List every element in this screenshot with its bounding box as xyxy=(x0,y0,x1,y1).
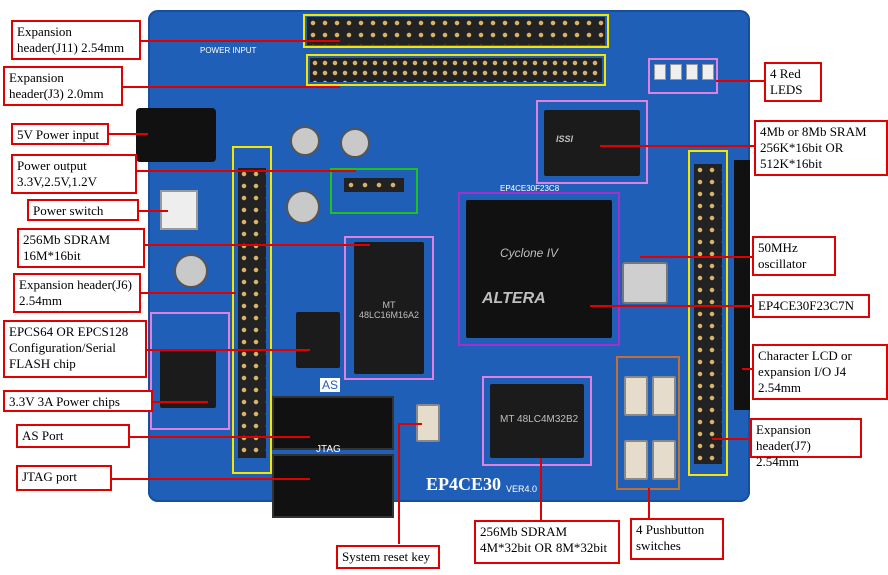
line-j7 xyxy=(712,438,752,440)
led-3 xyxy=(686,64,698,80)
j11-header xyxy=(307,17,605,45)
fpga-chip xyxy=(466,200,612,338)
line-j3 xyxy=(122,86,340,88)
label-power-out: Power output 3.3V,2.5V,1.2V xyxy=(11,154,137,194)
label-j3: Expansion header(J3) 2.0mm xyxy=(3,66,123,106)
jtag-silk: JTAG xyxy=(316,444,341,455)
line-sdram16 xyxy=(144,244,370,246)
label-as-port: AS Port xyxy=(16,424,130,448)
line-j6 xyxy=(140,292,236,294)
sdram32-chip xyxy=(490,384,584,458)
pushbutton-s3 xyxy=(652,376,676,416)
label-fpga: EP4CE30F23C7N xyxy=(752,294,870,318)
power-output-header xyxy=(344,178,404,192)
pushbutton-s1 xyxy=(652,440,676,480)
label-leds: 4 Red LEDS xyxy=(764,62,822,102)
capacitor-1 xyxy=(290,126,320,156)
line-epcs xyxy=(146,349,310,351)
lcd-connector xyxy=(734,160,750,410)
power-output-highlight xyxy=(330,168,418,214)
j6-highlight xyxy=(232,146,272,474)
label-sdram32: 256Mb SDRAM 4M*32bit OR 8M*32bit xyxy=(474,520,620,564)
fpga-part-silk: EP4CE30F23C8 xyxy=(500,184,560,193)
oscillator-body xyxy=(622,262,668,304)
board-model-silk: EP4CE30 xyxy=(426,474,502,494)
power-input-silk: POWER INPUT xyxy=(200,46,257,55)
line-reset-h xyxy=(398,423,422,425)
regulator-chip xyxy=(160,350,216,408)
label-j6: Expansion header(J6) 2.54mm xyxy=(13,273,141,313)
label-j11: Expansion header(J11) 2.54mm xyxy=(11,20,141,60)
j7-header xyxy=(694,164,722,464)
led-4 xyxy=(702,64,714,80)
label-pushbuttons: 4 Pushbutton switches xyxy=(630,518,724,560)
sdram16-chip xyxy=(354,242,424,374)
line-power-switch xyxy=(138,210,168,212)
label-power-in: 5V Power input xyxy=(11,123,109,145)
capacitor-2 xyxy=(340,128,370,158)
line-power-chips xyxy=(152,401,208,403)
fpga-brand: ALTERA xyxy=(482,290,546,307)
jtag-connector xyxy=(272,454,394,518)
as-connector xyxy=(272,396,394,450)
line-power-out xyxy=(136,170,356,172)
led-1 xyxy=(654,64,666,80)
label-sram: 4Mb or 8Mb SRAM 256K*16bit OR 512K*16bit xyxy=(754,120,888,176)
line-lcd xyxy=(742,368,752,370)
line-fpga xyxy=(590,305,752,307)
label-j7: Expansion header(J7) 2.54mm xyxy=(750,418,862,469)
capacitor-4 xyxy=(174,254,208,288)
capacitor-3 xyxy=(286,190,320,224)
j3-highlight xyxy=(306,54,606,86)
line-pushbuttons xyxy=(648,488,650,518)
sram-brand: ISSI xyxy=(556,134,574,144)
fpga-highlight xyxy=(458,192,620,346)
as-silk: AS xyxy=(320,378,341,392)
epcs-chip xyxy=(296,312,340,368)
j6-header xyxy=(238,168,266,458)
line-reset-v xyxy=(398,424,400,544)
label-epcs: EPCS64 OR EPCS128 Configuration/Serial F… xyxy=(3,320,147,378)
label-jtag-port: JTAG port xyxy=(16,465,112,491)
label-power-switch: Power switch xyxy=(27,199,139,221)
line-j11 xyxy=(140,40,340,42)
line-as xyxy=(130,436,310,438)
pushbutton-s4 xyxy=(624,376,648,416)
sdram32-text: MT 48LC4M32B2 xyxy=(500,414,579,425)
label-power-chips: 3.3V 3A Power chips xyxy=(3,390,153,412)
sdram16-highlight xyxy=(344,236,434,380)
fpga-family: Cyclone IV xyxy=(500,246,559,260)
j3-header xyxy=(310,58,602,82)
label-lcd: Character LCD or expansion I/O J4 2.54mm xyxy=(752,344,888,400)
led-2 xyxy=(670,64,682,80)
line-leds xyxy=(716,80,764,82)
j7-highlight xyxy=(688,150,728,476)
label-osc: 50MHz oscillator xyxy=(752,236,836,276)
j11-highlight xyxy=(303,14,609,48)
label-reset-key: System reset key xyxy=(336,545,440,569)
line-sdram32-v xyxy=(540,458,542,520)
line-power-in xyxy=(108,133,148,135)
sdram32-highlight xyxy=(482,376,592,466)
leds-highlight xyxy=(648,58,718,94)
sdram16-text: MT 48LC16M16A2 xyxy=(358,300,420,320)
label-sdram16: 256Mb SDRAM 16M*16bit xyxy=(17,228,145,268)
line-osc xyxy=(640,256,752,258)
line-sram xyxy=(600,145,756,147)
sram-highlight xyxy=(536,100,648,184)
line-jtag xyxy=(112,478,310,480)
power-chips-highlight xyxy=(150,312,230,430)
pushbutton-s2 xyxy=(624,440,648,480)
sram-chip xyxy=(544,110,640,176)
board-version-silk: VER4.0 xyxy=(506,484,538,494)
power-jack xyxy=(136,108,216,162)
